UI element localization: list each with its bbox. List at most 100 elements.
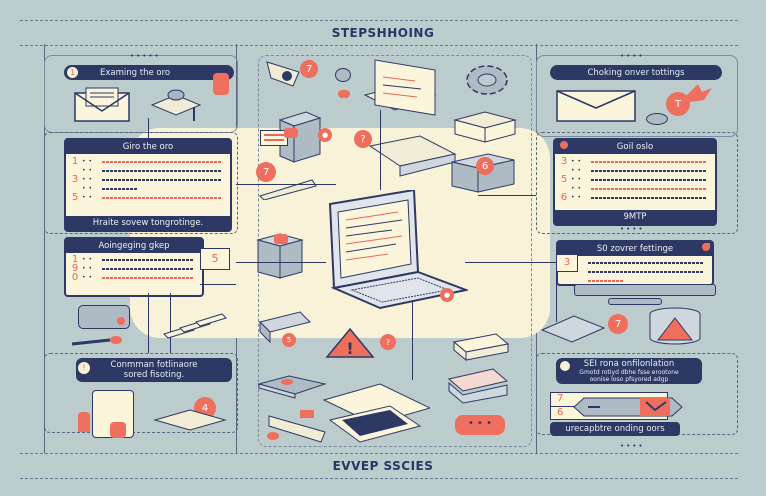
list-item: 1•• [68, 156, 228, 167]
camera-icon [266, 61, 300, 87]
connector-line [478, 195, 536, 196]
dots: •••• [620, 225, 645, 233]
pen-icon [71, 336, 122, 346]
list-item: 3•• [557, 156, 713, 167]
envelope-icon [556, 90, 636, 122]
database-warning-icon [649, 307, 701, 345]
tile-icon [540, 315, 606, 343]
marker-icon [702, 243, 710, 251]
step-common-label: Conmman fotlinaore sored fisoting. [76, 358, 232, 382]
dots: ••••• [130, 224, 161, 232]
list-item: •• [68, 184, 228, 193]
connector-line [148, 118, 149, 138]
step-badge: ● [440, 288, 454, 302]
list-item: 0•• [68, 272, 200, 283]
document-stack-icon [368, 135, 457, 177]
list-item: •• [557, 166, 713, 175]
cloud-box-icon [257, 375, 327, 399]
monitor-stand-icon [574, 284, 716, 296]
envelope-icon [74, 87, 130, 122]
step-label: Examing the oro [100, 67, 171, 78]
list-item: •• [557, 184, 713, 193]
tag-icon [300, 410, 314, 418]
card-goil: Goil oslo 3•• •• 5•• •• 6•• 9MTP [553, 138, 717, 226]
step-footer-label: urecapbtre onding oors [550, 422, 680, 436]
step-examining-label: 1 Examing the oro [64, 65, 234, 80]
list-item: 1•• [68, 254, 200, 265]
chat-bubble-icon: • • • [455, 415, 505, 435]
card-footer: 9MTP [555, 210, 715, 224]
card-title: Goil oslo [555, 140, 715, 154]
list-item: •• [68, 166, 228, 175]
paper-stack-icon [452, 333, 510, 362]
list-item: 3•• [68, 174, 228, 185]
ruler-icon [259, 179, 317, 200]
gear-icon [466, 65, 508, 95]
hand-icon [110, 422, 126, 438]
list-item: 6 [557, 407, 564, 418]
connector-line [556, 262, 557, 322]
section-border [536, 132, 738, 234]
footer-title: EVVEP SSCIES [332, 459, 434, 473]
card-stack-icon [447, 368, 509, 404]
panel-checking [536, 55, 738, 137]
step-badge: ● [318, 128, 332, 142]
header-band [20, 20, 738, 46]
list-item: 5•• [68, 192, 228, 203]
page-title: STEPSHHOING [331, 26, 435, 40]
card-title: Aoingeging gkep [66, 239, 202, 253]
connector-line [412, 300, 413, 380]
step-badge: ? [354, 130, 372, 148]
list-item: 9•• [68, 263, 200, 274]
section-border [44, 353, 238, 433]
connector-line [148, 293, 149, 353]
monitor-base-icon [608, 298, 662, 305]
device-icon [150, 89, 202, 121]
step-badge: 1 [67, 67, 78, 78]
connector-line [170, 293, 171, 353]
step-badge: 7 [608, 314, 628, 334]
person-icon [78, 412, 90, 432]
dots: •••• [620, 52, 645, 60]
document-icon [322, 383, 430, 443]
step-badge: 5 [282, 333, 296, 347]
side-number: 5 [200, 248, 230, 270]
connector-line [200, 284, 236, 285]
tag-icon [274, 234, 288, 244]
ruler-icon [267, 415, 326, 443]
step-badge: 7 [300, 60, 318, 78]
stair-block-icon [256, 233, 304, 279]
card-title: Giro the oro [66, 140, 230, 154]
connector-line [465, 262, 557, 263]
connector-line [236, 262, 326, 263]
step-badge: 7 [256, 162, 276, 182]
phone-icon [213, 73, 229, 95]
step-badge: ? [380, 334, 396, 350]
dots: •••• [620, 442, 645, 450]
connector-line [236, 184, 336, 185]
status-dot [560, 141, 568, 149]
note-icon [260, 130, 288, 146]
tag-icon [284, 128, 298, 138]
column-divider [44, 44, 45, 453]
keyboard-icon [163, 311, 311, 344]
arrow-banner-icon [573, 397, 683, 417]
card-title: S0 zovrer fettinge [558, 242, 712, 256]
card-giro: Giro the oro 1•• •• 3•• •• 5•• Hraite so… [64, 138, 232, 232]
card-footer: Hraite sovew tongrotinge. [66, 216, 230, 230]
status-dot [560, 361, 570, 371]
section-border [44, 132, 238, 234]
server-rack-icon [451, 153, 515, 193]
step-checking-label: Choking onver tottings [550, 65, 722, 80]
disc-icon [646, 113, 668, 125]
tag-icon [338, 90, 350, 98]
step-config-label: SEI rona onfilonlation Gmotd rotiyd dbhe… [556, 358, 702, 384]
card-device-icon [78, 305, 130, 329]
connector-line [380, 110, 381, 190]
ribbon-icon [686, 84, 712, 102]
tray-icon [453, 111, 517, 143]
card-server-settings: S0 zovrer fettinge [556, 240, 714, 286]
footer-band [20, 453, 738, 479]
alert-badge: ! [78, 362, 90, 374]
svg-text:!: ! [346, 339, 353, 358]
